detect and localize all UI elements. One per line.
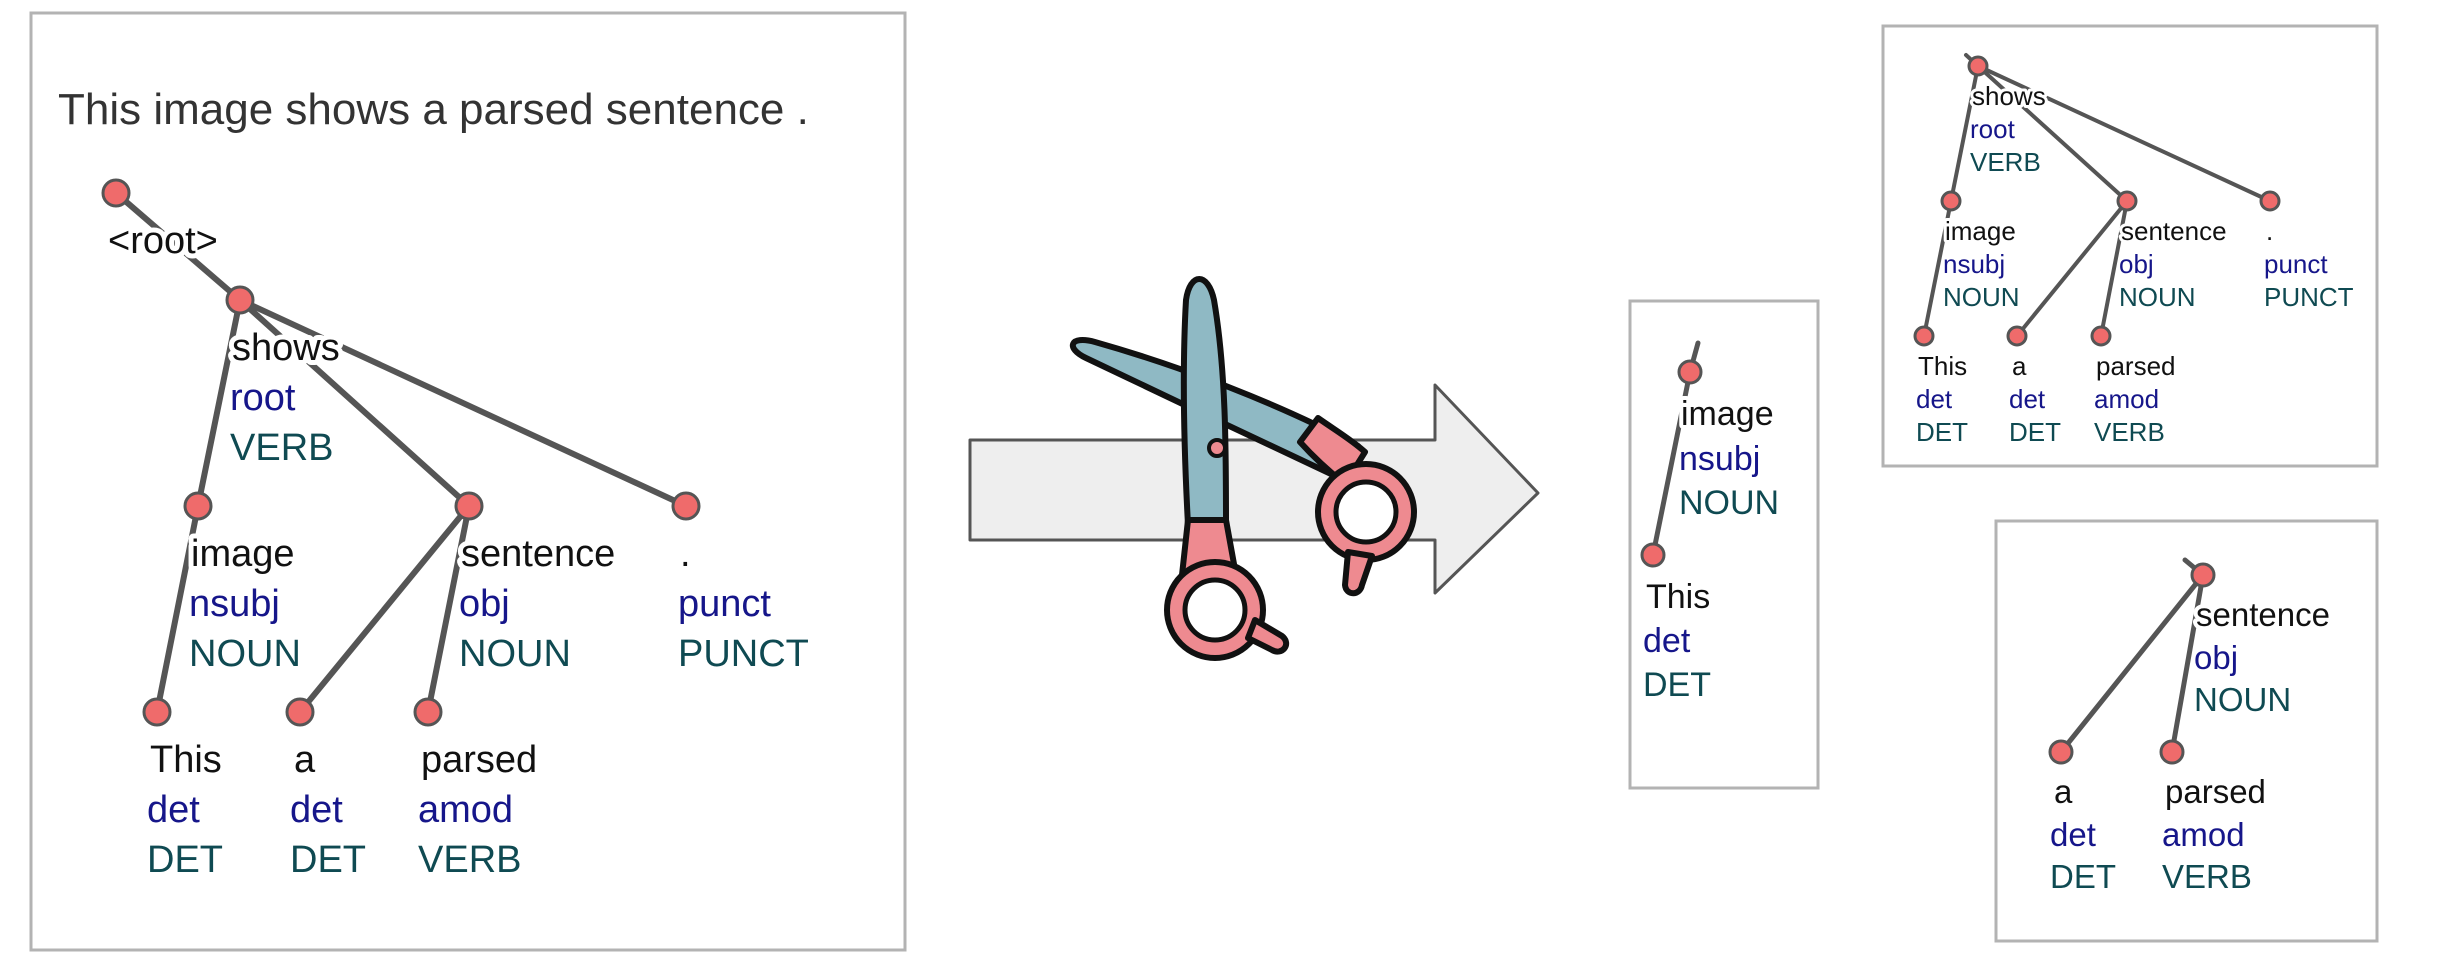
label-a-pos: DET xyxy=(290,839,366,881)
fragment-shows-panel: shows root VERB image nsubj NOUN sentenc… xyxy=(1881,24,2379,468)
full-tree-labels: <root> shows root VERB image nsubj NOUN … xyxy=(103,215,814,886)
small-shows-word: shows xyxy=(1972,81,2046,111)
label-shows-pos: VERB xyxy=(230,427,333,469)
fragment-node-parsed xyxy=(2159,739,2185,765)
label-punct-pos: PUNCT xyxy=(678,633,809,675)
small-parsed-word: parsed xyxy=(2096,351,2176,381)
fragment-sentence-dep: obj xyxy=(2194,639,2238,676)
label-image-pos: NOUN xyxy=(189,633,301,675)
node-parsed xyxy=(413,697,443,727)
node-punct xyxy=(671,491,701,521)
node-shows xyxy=(225,285,255,315)
node-root xyxy=(101,178,131,208)
label-sentence-word: sentence xyxy=(461,533,615,575)
node-image xyxy=(183,491,213,521)
small-image-dep: nsubj xyxy=(1943,249,2005,279)
small-this-dep: det xyxy=(1916,384,1953,414)
small-image-pos: NOUN xyxy=(1943,282,2020,312)
label-parsed-word: parsed xyxy=(421,739,537,781)
fragment-parsed-dep: amod xyxy=(2162,816,2245,853)
small-this-word: This xyxy=(1918,351,1967,381)
scissors-icon xyxy=(1070,276,1417,661)
label-image-word: image xyxy=(191,533,295,575)
full-tree-edges xyxy=(113,190,689,715)
small-node-shows xyxy=(1967,55,1989,77)
label-parsed-pos: VERB xyxy=(418,839,521,881)
small-punct-dep: punct xyxy=(2264,249,2328,279)
fragment-sentence-panel: sentence obj NOUN a det DET parsed amod … xyxy=(1994,519,2379,943)
small-node-a xyxy=(2006,325,2028,347)
small-a-pos: DET xyxy=(2009,417,2061,447)
small-node-sentence xyxy=(2116,190,2138,212)
small-punct-word: . xyxy=(2266,216,2273,246)
small-a-word: a xyxy=(2012,351,2027,381)
small-image-word: image xyxy=(1945,216,2016,246)
label-punct-word: . xyxy=(680,533,691,575)
small-shows-dep: root xyxy=(1970,114,2016,144)
fragment-sentence-word: sentence xyxy=(2196,596,2330,633)
node-this xyxy=(142,697,172,727)
label-a-word: a xyxy=(294,739,316,781)
label-sentence-pos: NOUN xyxy=(459,633,571,675)
fragment-parsed-word: parsed xyxy=(2165,773,2266,810)
fragment-image-word: image xyxy=(1681,395,1774,433)
fragment-a-word: a xyxy=(2054,773,2073,810)
full-parse-panel: This image shows a parsed sentence . <ro… xyxy=(29,11,907,952)
label-parsed-dep: amod xyxy=(418,789,513,831)
fragment-this-pos: DET xyxy=(1643,666,1711,704)
small-a-dep: det xyxy=(2009,384,2046,414)
label-this-pos: DET xyxy=(147,839,223,881)
small-node-parsed xyxy=(2090,325,2112,347)
label-sentence-dep: obj xyxy=(459,583,510,625)
label-this-word: This xyxy=(150,739,222,781)
small-parsed-dep: amod xyxy=(2094,384,2159,414)
fragment-sentence-pos: NOUN xyxy=(2194,681,2291,718)
fragment-parsed-pos: VERB xyxy=(2162,858,2252,895)
right-arrow-icon xyxy=(968,383,1540,595)
small-sentence-dep: obj xyxy=(2119,249,2154,279)
label-shows-word: shows xyxy=(232,327,340,369)
node-sentence xyxy=(454,491,484,521)
small-node-image xyxy=(1940,190,1962,212)
root-label: <root> xyxy=(108,220,218,262)
label-this-dep: det xyxy=(147,789,200,831)
label-image-dep: nsubj xyxy=(189,583,280,625)
label-a-dep: det xyxy=(290,789,343,831)
small-punct-pos: PUNCT xyxy=(2264,282,2354,312)
label-shows-dep: root xyxy=(230,377,296,419)
full-tree-nodes xyxy=(101,178,701,727)
fragment-node-image xyxy=(1677,359,1703,385)
node-a xyxy=(285,697,315,727)
small-sentence-word: sentence xyxy=(2121,216,2227,246)
small-parsed-pos: VERB xyxy=(2094,417,2165,447)
fragment-this-word: This xyxy=(1646,578,1710,616)
small-shows-pos: VERB xyxy=(1970,147,2041,177)
fragment-image-dep: nsubj xyxy=(1679,440,1760,478)
fragment-image-pos: NOUN xyxy=(1679,484,1779,522)
fragment-a-dep: det xyxy=(2050,816,2096,853)
fragment-node-a xyxy=(2048,739,2074,765)
fragment-a-pos: DET xyxy=(2050,858,2116,895)
small-sentence-pos: NOUN xyxy=(2119,282,2196,312)
fragment-node-sentence xyxy=(2190,562,2216,588)
small-node-punct xyxy=(2259,190,2281,212)
label-punct-dep: punct xyxy=(678,583,771,625)
fragment-this-dep: det xyxy=(1643,622,1691,660)
sentence-caption: This image shows a parsed sentence . xyxy=(58,85,809,134)
small-node-this xyxy=(1913,325,1935,347)
small-this-pos: DET xyxy=(1916,417,1968,447)
fragment-image-panel: image nsubj NOUN This det DET xyxy=(1628,299,1820,790)
fragment-node-this xyxy=(1640,542,1666,568)
